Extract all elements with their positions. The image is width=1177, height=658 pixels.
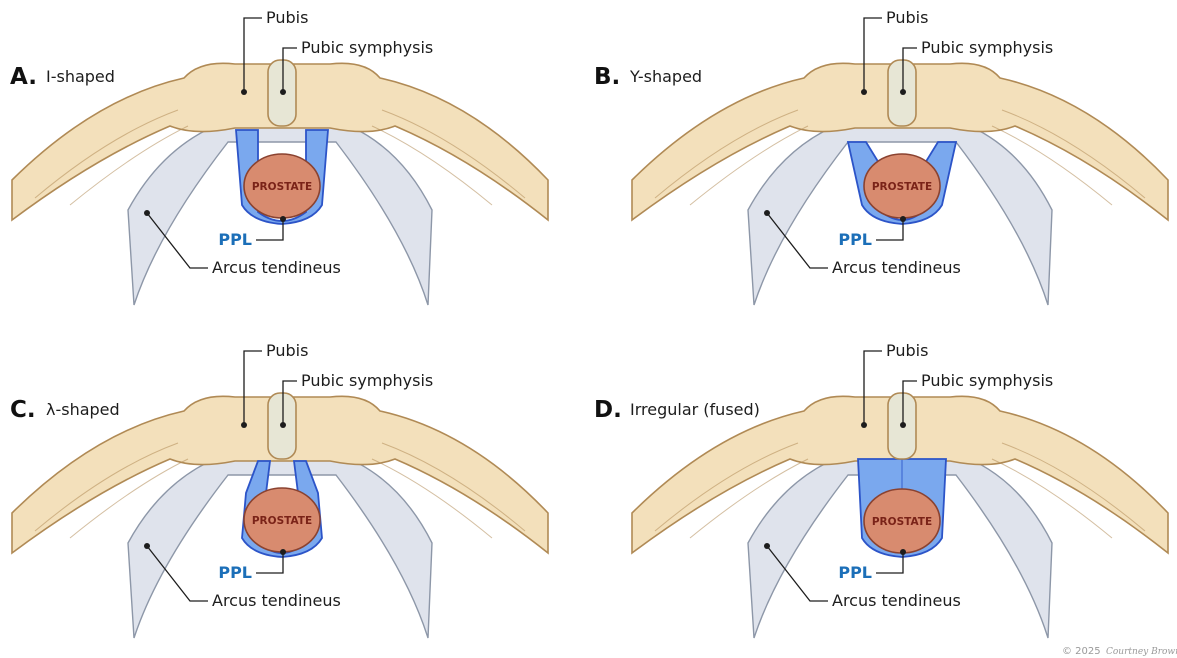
pubis-leader-dot xyxy=(861,422,867,428)
panel-title: I-shaped xyxy=(46,67,115,86)
panel-title: Y-shaped xyxy=(629,67,702,86)
panel-c: PROSTATE C. λ-shaped Pubis Pubic symphys… xyxy=(10,341,548,638)
pubis-leader-dot xyxy=(241,422,247,428)
pubis-label: Pubis xyxy=(886,8,928,27)
symphysis-leader-dot xyxy=(900,422,906,428)
symphysis-leader-dot xyxy=(280,422,286,428)
arcus-leader-dot xyxy=(144,543,150,549)
panel-title: λ-shaped xyxy=(46,400,120,419)
arcus-label: Arcus tendineus xyxy=(212,591,341,610)
pubis-label: Pubis xyxy=(886,341,928,360)
panel-letter: A. xyxy=(10,64,37,90)
ppl-leader-dot xyxy=(900,216,906,222)
symphysis-label: Pubic symphysis xyxy=(921,371,1053,390)
symphysis-label: Pubic symphysis xyxy=(301,371,433,390)
panel-letter: D. xyxy=(594,397,622,423)
arcus-leader-dot xyxy=(764,543,770,549)
pubis-leader-dot xyxy=(241,89,247,95)
artist-signature: Courtney Brown xyxy=(1106,647,1177,657)
arcus-label: Arcus tendineus xyxy=(832,591,961,610)
arcus-label: Arcus tendineus xyxy=(832,258,961,277)
copyright-text: © 2025 xyxy=(1062,646,1101,657)
pubis-label: Pubis xyxy=(266,8,308,27)
symphysis-label: Pubic symphysis xyxy=(921,38,1053,57)
pubis-label: Pubis xyxy=(266,341,308,360)
ppl-label: PPL xyxy=(218,563,252,582)
arcus-label: Arcus tendineus xyxy=(212,258,341,277)
arcus-leader-dot xyxy=(764,210,770,216)
ppl-leader-dot xyxy=(280,549,286,555)
prostate-label: PROSTATE xyxy=(252,515,312,527)
panel-a: PROSTATE A. I-shaped Pubis Pubic symphys… xyxy=(10,8,548,305)
ppl-leader-dot xyxy=(280,216,286,222)
ppl-label: PPL xyxy=(838,230,872,249)
panel-letter: B. xyxy=(594,64,620,90)
arcus-leader-dot xyxy=(144,210,150,216)
prostate-label: PROSTATE xyxy=(252,181,312,193)
prostate-label: PROSTATE xyxy=(872,516,932,528)
prostate-label: PROSTATE xyxy=(872,181,932,193)
ppl-label: PPL xyxy=(838,563,872,582)
symphysis-label: Pubic symphysis xyxy=(301,38,433,57)
pubis-leader-dot xyxy=(861,89,867,95)
ppl-leader-dot xyxy=(900,549,906,555)
panel-title: Irregular (fused) xyxy=(630,400,760,419)
symphysis-leader-dot xyxy=(280,89,286,95)
ppl-label: PPL xyxy=(218,230,252,249)
symphysis-leader-dot xyxy=(900,89,906,95)
panel-letter: C. xyxy=(10,397,36,423)
panel-d: PROSTATE D. Irregular (fused) Pubis Pubi… xyxy=(594,341,1168,638)
panel-b: PROSTATE B. Y-shaped Pubis Pubic symphys… xyxy=(594,8,1168,305)
